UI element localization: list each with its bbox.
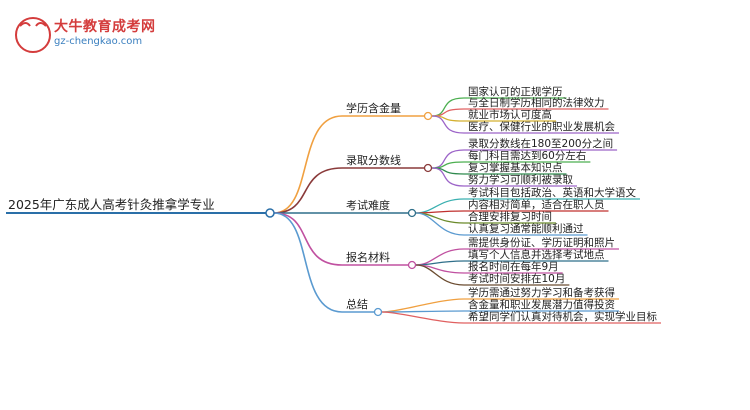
site-watermark: 大牛教育成考网 gz-chengkao.com: [14, 16, 164, 56]
branch-link: [273, 115, 343, 214]
leaf-topic: 认真复习通常能顺利通过: [468, 222, 584, 235]
leaf-topic: 合理安排复习时间: [468, 210, 552, 223]
leaf-link: [415, 212, 465, 236]
leaf-topic: 内容相对简单，适合在职人员: [468, 198, 605, 211]
leaf-link: [381, 298, 465, 313]
leaf-topic: 需提供身份证、学历证明和照片: [468, 236, 615, 249]
leaf-topic: 与全日制学历相同的法律效力: [468, 96, 605, 109]
site-url: gz-chengkao.com: [54, 36, 143, 47]
leaf-link: [431, 167, 465, 187]
leaf-topic: 医疗、保健行业的职业发展机会: [468, 120, 615, 133]
leaf-topic: 录取分数线在180至200分之间: [468, 137, 613, 150]
site-name: 大牛教育成考网: [54, 19, 156, 35]
leaf-topic: 报名时间在每年9月: [468, 260, 559, 273]
leaf-topic: 每门科目需达到60分左右: [468, 149, 586, 162]
branch-connector: [407, 260, 417, 270]
branch-link: [273, 167, 343, 214]
leaf-topic: 填写个人信息并选择考试地点: [468, 248, 605, 261]
leaf-topic: 国家认可的正规学历: [468, 85, 563, 98]
root-connector: [265, 208, 275, 218]
leaf-topic: 希望同学们认真对待机会，实现学业目标: [468, 310, 657, 323]
mind-map-nodes: 2025年广东成人高考针灸推拿学专业 学历含金量 国家认可的正规学历与全日制学历相同…: [8, 85, 657, 323]
branch-connector: [423, 163, 433, 173]
leaf-link: [415, 264, 465, 286]
leaf-topic: 努力学习可顺利被录取: [468, 173, 573, 186]
leaf-link: [431, 149, 465, 169]
branch-connector: [373, 307, 383, 317]
branch-topic: 总结: [346, 297, 368, 311]
root-topic: 2025年广东成人高考针灸推拿学专业: [8, 197, 215, 212]
branch-topic: 录取分数线: [346, 153, 401, 167]
branch-link: [273, 212, 343, 266]
branch-connector: [407, 208, 417, 218]
leaf-link: [431, 161, 465, 169]
leaf-topic: 学历需通过努力学习和备考获得: [468, 286, 615, 299]
mind-map-links: [6, 97, 661, 324]
bull-logo-icon: [15, 17, 51, 53]
branch-topic: 学历含金量: [346, 101, 401, 115]
leaf-topic: 复习掌握基本知识点: [468, 161, 563, 174]
leaf-link: [431, 115, 465, 134]
leaf-link: [431, 97, 465, 117]
leaf-topic: 就业市场认可度高: [468, 108, 552, 121]
leaf-link: [381, 311, 465, 324]
branch-topic: 考试难度: [346, 198, 390, 212]
leaf-topic: 考试时间安排在10月: [468, 272, 565, 285]
branch-connector: [423, 111, 433, 121]
leaf-topic: 考试科目包括政治、英语和大学语文: [468, 186, 636, 199]
branch-link: [273, 212, 343, 313]
leaf-topic: 含金量和职业发展潜力值得投资: [468, 298, 615, 311]
branch-topic: 报名材料: [346, 250, 390, 264]
leaf-link: [415, 260, 465, 266]
